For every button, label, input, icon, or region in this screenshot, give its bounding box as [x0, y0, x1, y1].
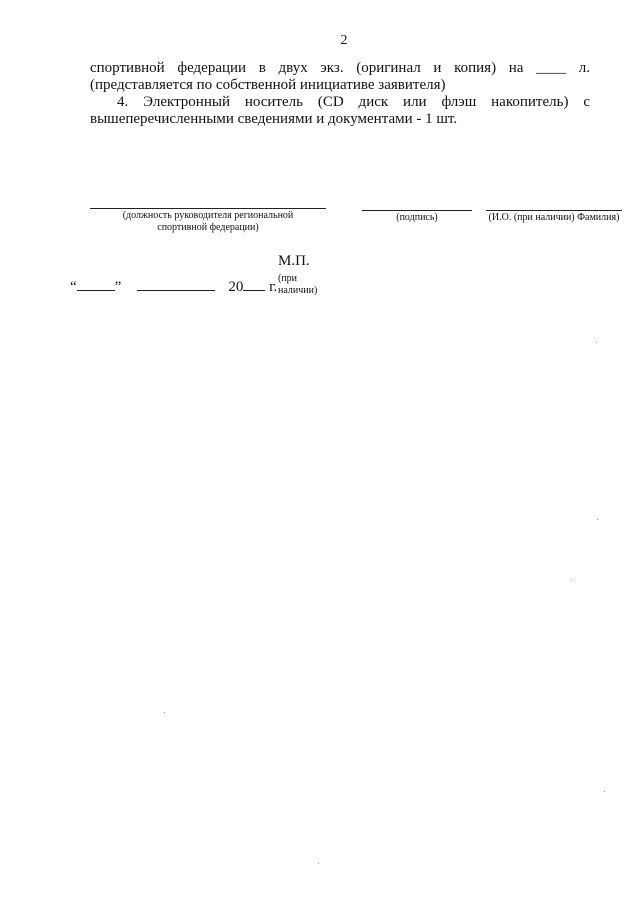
- year-suffix: г.: [269, 279, 278, 295]
- paragraph-line-2: (представляется по собственной инициатив…: [90, 77, 446, 93]
- date-row: “ ” 20 г.: [70, 278, 277, 296]
- name-signature-line: [486, 210, 622, 211]
- month-blank: [136, 278, 215, 291]
- stamp-note-line-1: (при: [278, 273, 298, 284]
- position-caption: (должность руководителя региональной спо…: [90, 210, 326, 234]
- stamp-label: М.П.: [278, 253, 310, 269]
- scan-speck: [571, 580, 572, 581]
- paragraph-line-1: спортивной федерации в двух экз. (оригин…: [90, 60, 590, 76]
- name-caption: (И.О. (при наличии) Фамилия): [488, 212, 620, 223]
- year-blank: [243, 278, 266, 291]
- date-close-quote: ”: [114, 279, 122, 295]
- stamp-note-line-2: наличии): [278, 285, 318, 296]
- scan-speck: [164, 712, 165, 713]
- paragraph-line-4: вышеперечисленными сведениями и документ…: [90, 111, 458, 127]
- date-open-quote: “: [70, 279, 77, 295]
- scan-speck: [597, 519, 598, 520]
- paragraph-line-3: 4. Электронный носитель (CD диск или флэ…: [117, 94, 590, 110]
- position-caption-line-1: (должность руководителя региональной: [122, 210, 294, 221]
- page-number: 2: [340, 33, 348, 48]
- position-caption-line-2: спортивной федерации): [157, 222, 259, 233]
- signature-line: [362, 210, 472, 211]
- scan-speck: [604, 791, 605, 792]
- year-prefix: 20: [228, 279, 244, 295]
- stamp-note: (при наличии): [278, 273, 317, 297]
- signature-caption: (подпись): [396, 212, 438, 223]
- day-blank: [76, 278, 115, 291]
- position-signature-line: [90, 208, 326, 209]
- scan-speck: [596, 342, 597, 343]
- document-body: спортивной федерации в двух экз. (оригин…: [90, 60, 590, 128]
- scan-speck: [318, 863, 319, 864]
